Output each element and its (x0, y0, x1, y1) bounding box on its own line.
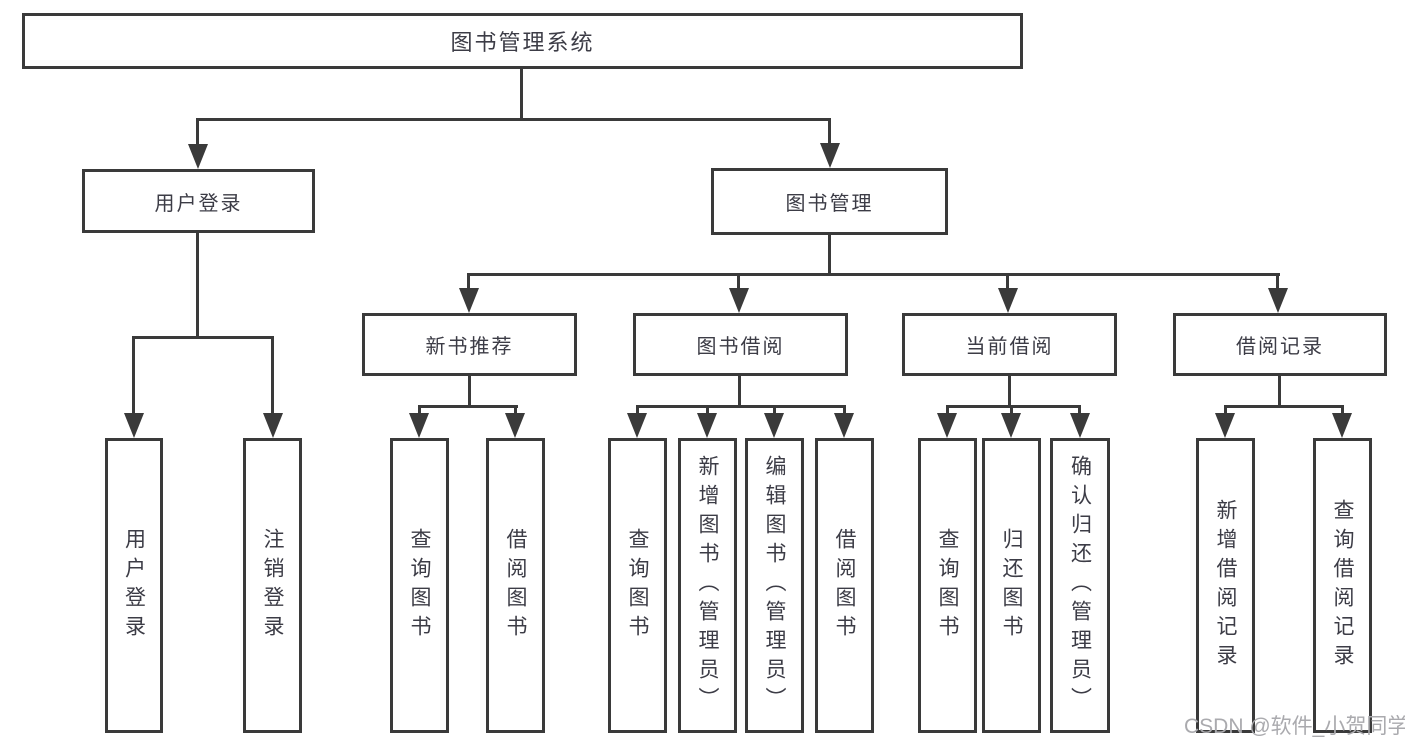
connector-line (1276, 273, 1279, 290)
node-book-management: 图书管理 (711, 168, 948, 235)
connector-arrowhead (1215, 413, 1235, 438)
connector-arrowhead (1001, 413, 1021, 438)
node-label: 借阅记录 (1236, 336, 1324, 358)
node-current-borrow: 当前借阅 (902, 313, 1117, 376)
connector-line (1006, 273, 1009, 290)
connector-arrowhead (459, 288, 479, 313)
connector-line (828, 235, 831, 276)
connector-arrowhead (764, 413, 784, 438)
connector-line (828, 118, 831, 145)
node-library-system: 图书管理系统 (22, 13, 1023, 69)
node-label: 当前借阅 (965, 336, 1054, 358)
connector-arrowhead (1070, 413, 1090, 438)
node-label: 图书管理系统 (450, 30, 595, 55)
node-user-login: 用户登录 (82, 169, 315, 233)
node-label: 新书推荐 (425, 336, 514, 358)
connector-line (132, 336, 274, 339)
connector-line (773, 405, 776, 415)
node-label: 新增借阅记录 (1214, 498, 1237, 673)
connector-line (1078, 405, 1081, 415)
connector-line (1224, 405, 1344, 408)
connector-line (196, 118, 199, 146)
node-label: 图书借阅 (696, 336, 785, 358)
leaf-query-books-current: 查询图书 (918, 438, 977, 733)
connector-arrowhead (1268, 288, 1288, 313)
connector-line (418, 405, 518, 408)
connector-line (636, 405, 639, 415)
node-new-book-recommend: 新书推荐 (362, 313, 577, 376)
leaf-logout: 注销登录 (243, 438, 302, 733)
connector-arrowhead (820, 143, 840, 168)
node-label: 注销登录 (261, 527, 284, 644)
leaf-add-books-admin: 新增图书（管理员） (678, 438, 737, 733)
connector-line (520, 69, 523, 118)
connector-arrowhead (998, 288, 1018, 313)
node-label: 确认归还（管理员） (1068, 455, 1092, 716)
node-label: 借阅图书 (833, 527, 856, 644)
connector-arrowhead (834, 413, 854, 438)
leaf-query-books-borrow: 查询图书 (608, 438, 667, 733)
connector-line (467, 273, 470, 290)
connector-line (514, 405, 517, 415)
node-label: 查询图书 (626, 527, 649, 644)
leaf-add-borrow-record: 新增借阅记录 (1196, 438, 1255, 733)
connector-line (418, 405, 421, 415)
connector-line (132, 336, 135, 415)
node-label: 新增图书（管理员） (696, 455, 719, 716)
node-label: 归还图书 (1000, 527, 1023, 644)
connector-arrowhead (627, 413, 647, 438)
leaf-borrow-books-recommend: 借阅图书 (486, 438, 545, 733)
connector-line (1224, 405, 1227, 415)
connector-line (738, 376, 741, 408)
node-book-borrow: 图书借阅 (633, 313, 848, 376)
node-label: 用户登录 (122, 527, 146, 644)
connector-arrowhead (263, 413, 283, 438)
connector-line (467, 273, 1280, 276)
node-label: 查询图书 (408, 527, 431, 644)
connector-line (843, 405, 846, 415)
node-label: 查询图书 (936, 527, 959, 644)
connector-arrowhead (409, 413, 429, 438)
csdn-watermark: CSDN @软件_小贺同学 (1184, 715, 1405, 738)
connector-arrowhead (188, 144, 208, 169)
node-label: 查询借阅记录 (1331, 498, 1354, 673)
connector-line (946, 405, 1081, 408)
connector-line (636, 405, 846, 408)
leaf-query-borrow-record: 查询借阅记录 (1313, 438, 1372, 733)
node-label: 借阅图书 (504, 527, 527, 644)
leaf-return-books: 归还图书 (982, 438, 1041, 733)
connector-line (196, 233, 199, 339)
connector-arrowhead (1332, 413, 1352, 438)
connector-line (1008, 376, 1011, 408)
connector-line (1341, 405, 1344, 415)
connector-arrowhead (697, 413, 717, 438)
leaf-user-login: 用户登录 (105, 438, 163, 733)
leaf-edit-books-admin: 编辑图书（管理员） (745, 438, 804, 733)
connector-arrowhead (729, 288, 749, 313)
node-borrow-records: 借阅记录 (1173, 313, 1387, 376)
connector-line (706, 405, 709, 415)
connector-line (271, 336, 274, 415)
leaf-query-books-recommend: 查询图书 (390, 438, 449, 733)
leaf-confirm-return-admin: 确认归还（管理员） (1050, 438, 1110, 733)
connector-line (946, 405, 949, 415)
connector-line (196, 118, 831, 121)
node-label: 编辑图书（管理员） (763, 455, 786, 716)
connector-arrowhead (937, 413, 957, 438)
connector-line (468, 376, 471, 408)
connector-line (737, 273, 740, 290)
connector-arrowhead (505, 413, 525, 438)
connector-line (1278, 376, 1281, 408)
leaf-borrow-books: 借阅图书 (815, 438, 874, 733)
node-label: 图书管理 (785, 193, 874, 215)
connector-line (1010, 405, 1013, 415)
node-label: 用户登录 (154, 192, 243, 215)
connector-arrowhead (124, 413, 144, 438)
